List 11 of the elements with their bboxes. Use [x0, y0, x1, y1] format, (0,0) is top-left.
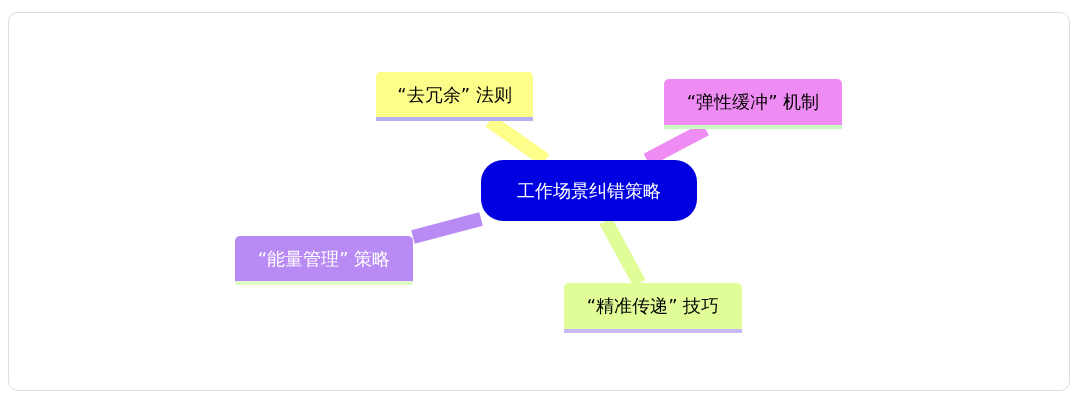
topic-node	[664, 79, 842, 129]
topic-label: “精准传递” 技巧	[586, 294, 720, 318]
central-topic-node	[481, 160, 697, 221]
topic-node	[235, 236, 413, 285]
branch-connector	[411, 212, 483, 244]
topic-node	[376, 72, 533, 121]
topic-label: “能量管理” 策略	[257, 246, 391, 271]
topic-node	[564, 283, 742, 333]
topic-label: “去冗余” 法则	[397, 82, 512, 107]
topic-label: “弹性缓冲” 机制	[686, 90, 820, 114]
topic-label: 工作场景纠错策略	[517, 178, 661, 203]
